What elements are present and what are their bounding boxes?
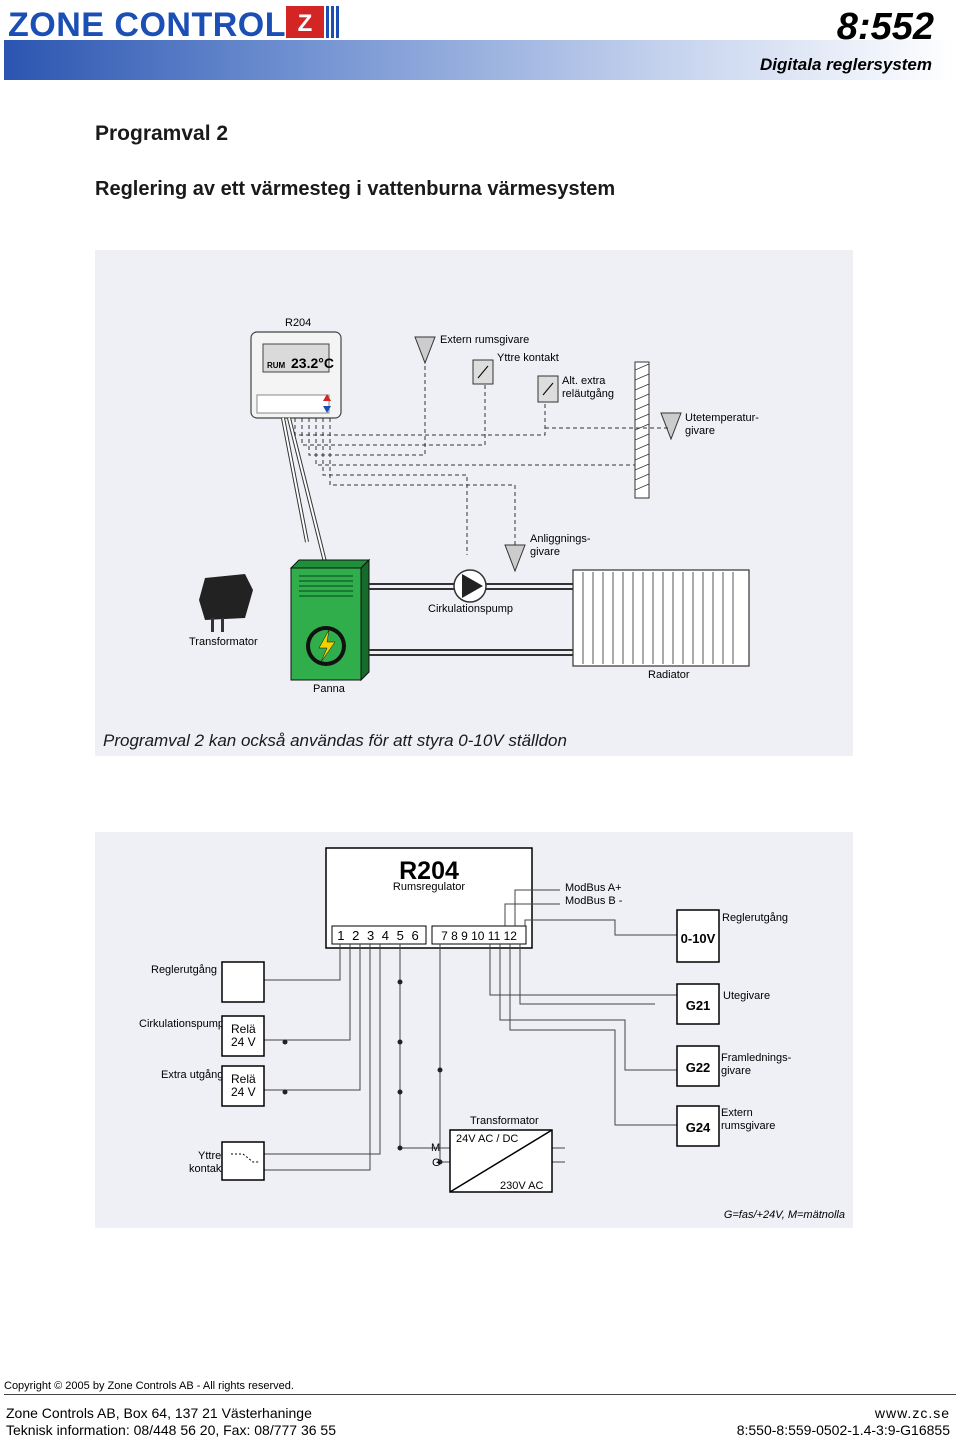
v24-1: 24 V — [231, 1035, 256, 1049]
ute-label-2: givare — [685, 425, 715, 437]
transformator-icon — [199, 574, 253, 620]
page-heading: Reglering av ett värmesteg i vattenburna… — [95, 178, 616, 200]
g21-box — [676, 983, 720, 1025]
g21-label: G21 — [686, 998, 711, 1013]
brand-logo: ZONE CONTROLS — [8, 6, 310, 44]
framl-label-2: givare — [721, 1065, 751, 1077]
g22-box — [676, 1045, 720, 1087]
m-label: M — [431, 1142, 440, 1154]
framl-label-1: Framlednings- — [721, 1052, 792, 1064]
reglerutgang-left: Reglerutgång — [151, 964, 217, 976]
yttre-kontakt-box — [221, 1141, 265, 1181]
v010-label: 0-10V — [681, 931, 716, 946]
tr-230: 230V AC — [500, 1180, 543, 1192]
alt-label-1: Alt. extra — [562, 375, 606, 387]
footer-ref: 8:550-8:559-0502-1.4-3:9-G16855 — [736, 1422, 950, 1438]
terminal-block-b — [431, 925, 527, 945]
doc-subtitle: Digitala reglersystem — [760, 55, 932, 74]
r204-title: R204 — [399, 857, 459, 885]
yttre-label-2: kontakt — [189, 1163, 224, 1175]
page-title: Programval 2 — [95, 122, 229, 145]
reglerutgang-right: Reglerutgång — [722, 912, 788, 924]
extra-utgang-label: Extra utgång — [161, 1069, 223, 1081]
r204-unit — [250, 331, 342, 419]
modbus-a-label: ModBus A+ — [565, 882, 622, 894]
extern-sensor-icon — [414, 336, 436, 365]
panna-icon — [289, 558, 371, 682]
panna-label: Panna — [313, 683, 346, 695]
footer-tech: Teknisk information: 08/448 56 20, Fax: … — [6, 1422, 336, 1438]
transformator-label: Transformator — [189, 636, 258, 648]
tr-label: Transformator — [470, 1115, 539, 1127]
pump-label: Cirkulationspump — [428, 603, 513, 615]
footer-divider — [4, 1394, 956, 1395]
display-temp: 23.2°C — [291, 355, 334, 371]
rela-box-2 — [221, 1065, 265, 1107]
anligg-label-2: givare — [530, 546, 560, 558]
display-mode: RUM — [267, 361, 286, 370]
anligg-sensor-icon — [504, 544, 526, 573]
cirk-pump-label: Cirkulationspump — [139, 1018, 224, 1030]
copyright: Copyright © 2005 by Zone Controls AB - A… — [4, 1380, 294, 1392]
footer-web-link[interactable]: www.zc.se — [874, 1405, 950, 1421]
terminals-b: 7 8 9 10 11 12 — [441, 929, 517, 943]
tr-24: 24V AC / DC — [456, 1133, 518, 1145]
switch-icon — [231, 1153, 260, 1163]
terminals-a: 1 2 3 4 5 6 — [337, 928, 420, 943]
rela-box-1 — [221, 1015, 265, 1057]
zc-logo-icon: Z — [286, 6, 339, 38]
terminal-block-a — [331, 925, 427, 945]
rela-1: Relä — [231, 1022, 256, 1036]
system-diagram: R204 RUM 23.2°C Extern rumsgivare Yttre … — [189, 317, 759, 695]
diagram-caption: Programval 2 kan också användas för att … — [103, 731, 567, 750]
modbus-b-label: ModBus B - — [565, 895, 623, 907]
g24-label: G24 — [686, 1120, 711, 1135]
header-bar — [4, 40, 956, 80]
doc-number: 8:552 — [836, 6, 934, 48]
g24-box — [676, 1105, 720, 1147]
yttre-label: Yttre kontakt — [497, 352, 559, 364]
v010-box — [676, 909, 720, 963]
r204-label: R204 — [285, 317, 311, 329]
extern-label-1: Extern — [721, 1107, 753, 1119]
v24-2: 24 V — [231, 1085, 256, 1099]
reglerutgang-box — [221, 961, 265, 1003]
rela-2: Relä — [231, 1072, 256, 1086]
extern-label-2: rumsgivare — [721, 1120, 775, 1132]
r204-sub: Rumsregulator — [393, 881, 465, 893]
legend: G=fas/+24V, M=mätnolla — [724, 1209, 845, 1221]
ute-sensor-icon — [660, 412, 682, 441]
extern-label: Extern rumsgivare — [440, 334, 529, 346]
svg-text:Z: Z — [298, 10, 313, 37]
utegivare-label: Utegivare — [723, 990, 770, 1002]
radiator-label: Radiator — [648, 669, 690, 681]
anligg-label-1: Anliggnings- — [530, 533, 591, 545]
footer-address: Zone Controls AB, Box 64, 137 21 Västerh… — [6, 1405, 312, 1421]
alt-label-2: reläutgång — [562, 388, 614, 400]
g22-label: G22 — [686, 1060, 711, 1075]
yttre-label-1: Yttre — [198, 1150, 221, 1162]
ute-label-1: Utetemperatur- — [685, 412, 759, 424]
radiator-icon — [572, 569, 750, 667]
wall — [634, 361, 650, 499]
system-diagram-panel — [95, 250, 853, 756]
wiring-diagram: R204 Rumsregulator 1 2 3 4 5 6 7 8 9 10 … — [139, 847, 845, 1221]
g-label: G — [432, 1157, 441, 1169]
